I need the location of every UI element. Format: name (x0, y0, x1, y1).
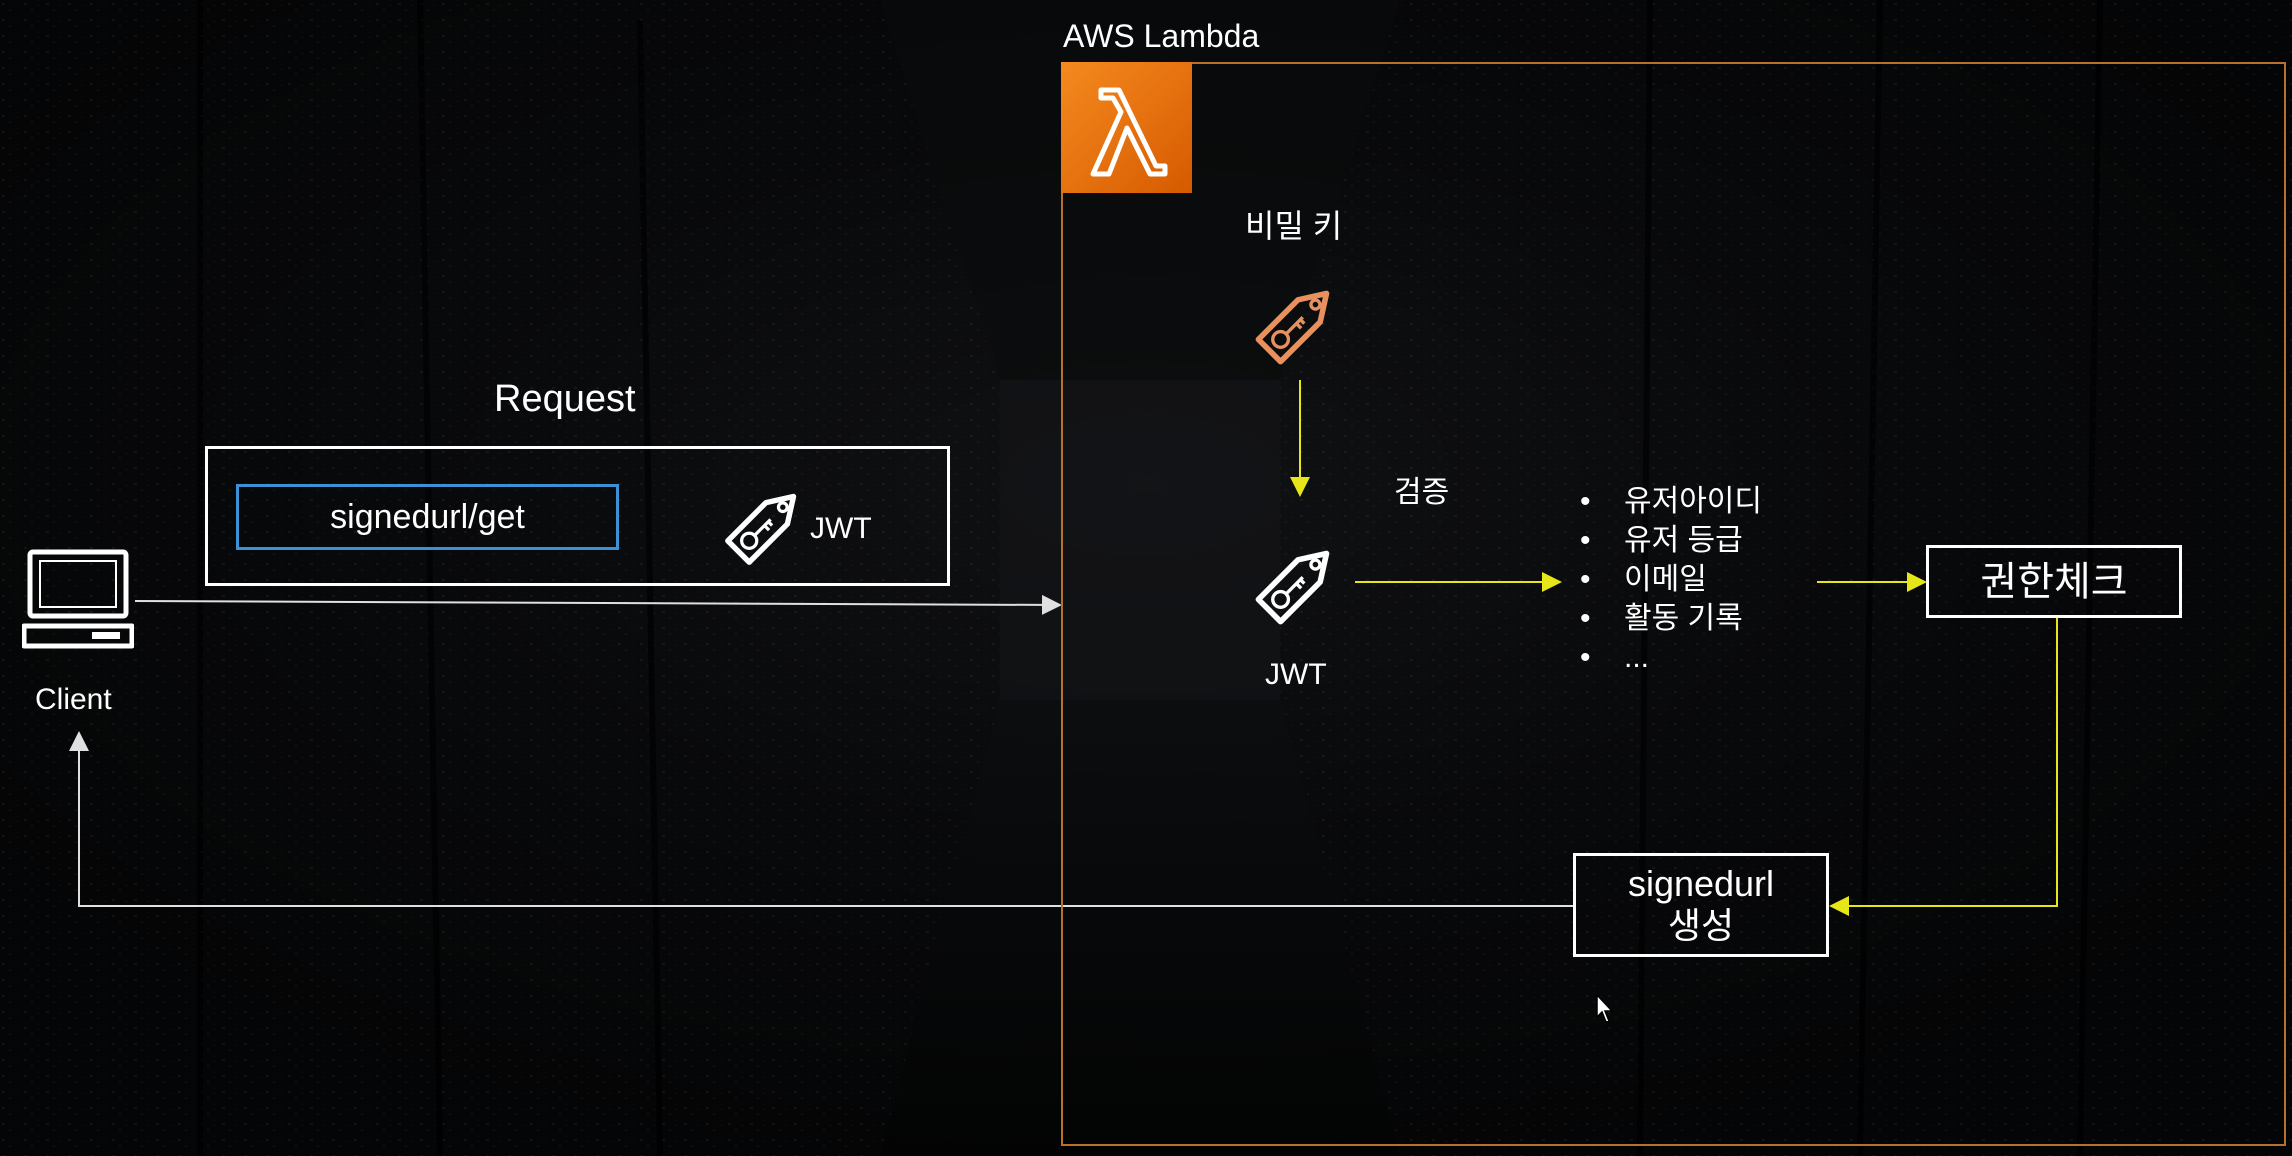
list-item: •유저 등급 (1580, 524, 1743, 557)
claims-list: •유저아이디 •유저 등급 •이메일 •활동 기록 •... (1580, 482, 1820, 677)
signedurl-gen-line2: 생성 (1667, 905, 1735, 946)
key-tag-icon (712, 470, 820, 578)
list-item: •... (1580, 641, 1650, 674)
auth-check-label: 권한체크 (1980, 559, 2128, 604)
verify-label: 검증 (1394, 476, 1450, 509)
signedurl-to-client-arrow (69, 731, 1573, 907)
list-item: •유저아이디 (1580, 485, 1762, 518)
client-to-lambda-arrow (134, 594, 1062, 615)
endpoint-box[interactable]: signedurl/get (236, 484, 619, 550)
signedurl-gen-box[interactable]: signedurl 생성 (1573, 853, 1829, 957)
lambda-container (1061, 62, 2286, 1146)
authcheck-to-signedurl-arrow (1829, 618, 2058, 916)
lambda-icon (1061, 62, 1192, 193)
client-label: Client (35, 683, 112, 716)
endpoint-label: signedurl/get (330, 498, 525, 536)
signedurl-gen-line1: signedurl (1627, 863, 1775, 904)
auth-check-box[interactable]: 권한체크 (1926, 545, 2182, 618)
jwt-label: JWT (1265, 658, 1327, 691)
key-tag-icon (1242, 266, 1354, 378)
list-item: •이메일 (1580, 563, 1707, 596)
lambda-title: AWS Lambda (1063, 18, 1260, 54)
request-jwt-label: JWT (810, 512, 872, 545)
mouse-cursor-icon (1596, 993, 1616, 1024)
request-box (205, 446, 950, 586)
key-tag-icon (1242, 526, 1354, 638)
secret-key-label: 비밀 키 (1245, 208, 1343, 244)
request-title: Request (494, 378, 636, 420)
list-item: •활동 기록 (1580, 602, 1743, 635)
laptop-icon[interactable] (21, 548, 135, 652)
